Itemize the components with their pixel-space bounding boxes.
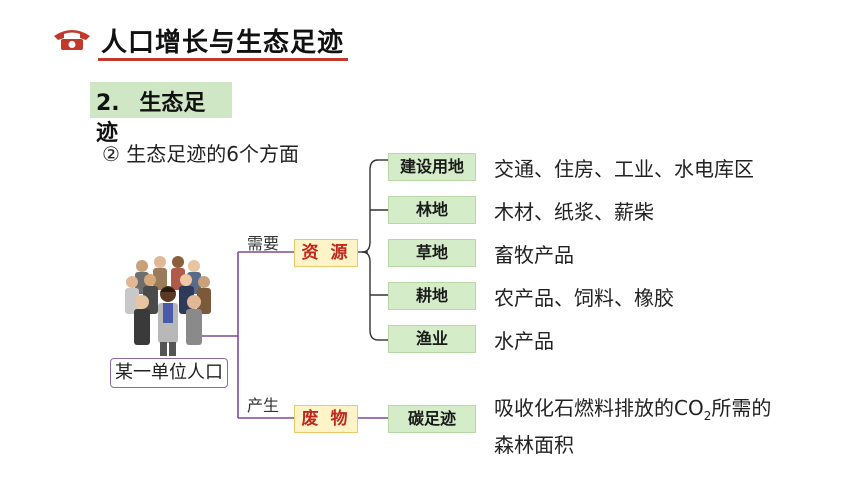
title-underline: [98, 58, 348, 61]
resource-type-fishery: 渔业: [388, 325, 476, 353]
waste-desc-line1: 吸收化石燃料排放的CO2所需的: [494, 392, 771, 423]
waste-type-carbon-footprint: 碳足迹: [388, 405, 476, 433]
resource-type-forest-land: 林地: [388, 196, 476, 224]
people-crowd-illustration: [125, 256, 211, 356]
edge-label-need: 需要: [247, 234, 280, 253]
root-node-unit-population: 某一单位人口: [110, 358, 228, 388]
edge-label-produce: 产生: [247, 396, 280, 415]
resource-desc-construction-land: 交通、住房、工业、水电库区: [494, 157, 754, 181]
resource-type-construction-land: 建设用地: [388, 153, 476, 181]
section-title-line1: 生态足: [139, 91, 206, 116]
category-waste: 废 物: [294, 405, 358, 433]
category-resources: 资 源: [294, 239, 358, 267]
resource-type-cropland: 耕地: [388, 282, 476, 310]
page-title: 人口增长与生态足迹: [101, 28, 345, 58]
resource-desc-cropland: 农产品、饲料、橡胶: [494, 286, 674, 310]
waste-desc-post: 所需的: [711, 396, 772, 420]
waste-desc-pre: 吸收化石燃料排放的CO: [494, 396, 704, 420]
section-title-line2: 迹: [96, 121, 119, 146]
section-number: 2.: [96, 91, 120, 116]
waste-desc-sub: 2: [703, 409, 712, 423]
telephone-icon: [54, 30, 90, 50]
resource-desc-grassland: 畜牧产品: [494, 243, 574, 267]
resource-desc-forest-land: 木材、纸浆、薪柴: [494, 200, 654, 224]
section-tag-background: [90, 82, 232, 118]
waste-desc-line2: 森林面积: [494, 433, 574, 457]
resource-desc-fishery: 水产品: [494, 329, 554, 353]
subtitle: ② 生态足迹的6个方面: [102, 142, 300, 166]
resource-type-grassland: 草地: [388, 239, 476, 267]
section-heading: 2. 生态足: [96, 85, 205, 117]
